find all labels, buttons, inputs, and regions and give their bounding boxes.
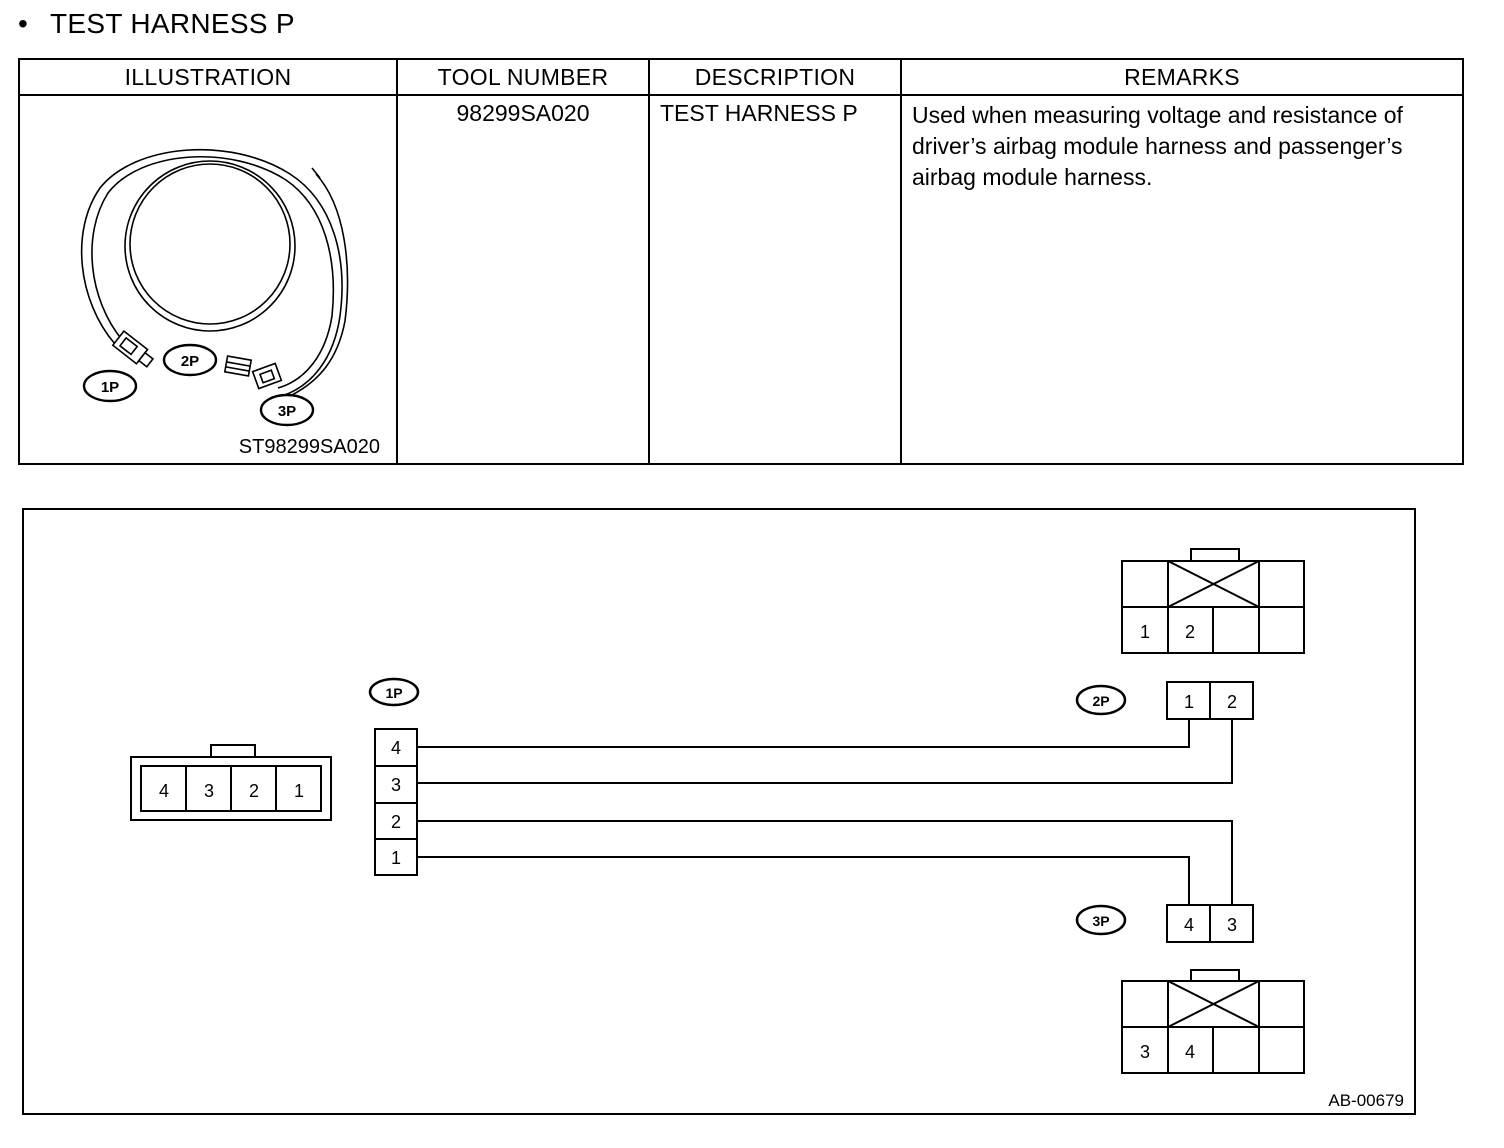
header-illustration: ILLUSTRATION	[18, 58, 398, 96]
label-oval-1p	[82, 369, 138, 403]
connector-2p-shape	[223, 355, 253, 377]
connector-3p-face	[1121, 969, 1305, 1074]
face-3p-pin: 4	[1185, 1042, 1195, 1062]
wire-pin3-to-2p-2	[417, 719, 1233, 784]
illustration-code: ST98299SA020	[238, 436, 380, 458]
strip-1p-pin: 2	[391, 812, 401, 832]
harness-wire-split	[311, 167, 321, 179]
page-heading: • TEST HARNESS P	[18, 8, 295, 40]
illus-label-3p: 3P	[278, 403, 296, 420]
illus-label-1p: 1P	[101, 379, 119, 396]
diagram-label-1p: 1P	[385, 685, 402, 701]
connector-3p-shape	[251, 362, 283, 390]
face-2p-pin: 1	[1140, 622, 1150, 642]
label-oval-3p	[259, 393, 315, 427]
connector-3p-pins	[1166, 904, 1254, 943]
wire-pin4-to-2p-1	[417, 719, 1190, 748]
diagram-oval-3p	[1075, 904, 1127, 936]
diagram-label-3p: 3P	[1092, 913, 1109, 929]
tool-spec-table: ILLUSTRATION TOOL NUMBER DESCRIPTION REM…	[18, 58, 1464, 465]
illus-label-2p: 2P	[181, 353, 199, 370]
table-row: 1P 2P 3P ST98299SA020 98299SA020 TEST HA…	[18, 94, 1464, 465]
harness-wire-outer	[80, 149, 343, 397]
diagram-label-2p: 2P	[1092, 693, 1109, 709]
connector-2p-face	[1121, 548, 1305, 654]
header-tool-number: TOOL NUMBER	[396, 58, 650, 96]
label-oval-2p	[162, 343, 218, 377]
strip-1p-pin: 1	[391, 848, 401, 868]
connector-1p-shape	[111, 329, 155, 368]
diagram-frame	[22, 508, 1416, 1115]
face-1p-pin: 3	[204, 781, 214, 801]
harness-wire-3p	[289, 173, 349, 397]
connector-1p-strip	[374, 728, 418, 876]
conn-2p-pin: 1	[1184, 692, 1194, 712]
strip-1p-pin: 3	[391, 775, 401, 795]
face-1p-pin: 4	[159, 781, 169, 801]
face-1p-pin: 1	[294, 781, 304, 801]
description-cell: TEST HARNESS P	[648, 94, 902, 465]
diagram-oval-2p	[1075, 684, 1127, 716]
illustration-cell: 1P 2P 3P ST98299SA020	[18, 94, 398, 465]
figure-code: AB-00679	[1328, 1091, 1404, 1110]
conn-3p-pin: 4	[1184, 915, 1194, 935]
diagram-oval-1p	[368, 677, 420, 707]
connector-1p-face	[130, 744, 332, 821]
face-1p-pin: 2	[249, 781, 259, 801]
tool-number-cell: 98299SA020	[396, 94, 650, 465]
harness-loop-outer	[124, 160, 296, 332]
face-2p-pin: 2	[1185, 622, 1195, 642]
table-header-row: ILLUSTRATION TOOL NUMBER DESCRIPTION REM…	[18, 58, 1464, 96]
harness-wire-outer-inner	[91, 156, 335, 389]
wire-pin2-to-3p-3	[417, 820, 1233, 905]
remarks-cell: Used when measuring voltage and resistan…	[900, 94, 1464, 465]
header-description: DESCRIPTION	[648, 58, 902, 96]
heading-bullet: •	[18, 8, 29, 39]
conn-3p-pin: 3	[1227, 915, 1237, 935]
harness-illustration: 1P 2P 3P	[80, 149, 349, 427]
heading-title: TEST HARNESS P	[50, 8, 295, 39]
wire-pin1-to-3p-4	[417, 856, 1190, 905]
strip-1p-pin: 4	[391, 738, 401, 758]
header-remarks: REMARKS	[900, 58, 1464, 96]
harness-loop-inner	[129, 163, 291, 325]
conn-2p-pin: 2	[1227, 692, 1237, 712]
connector-2p-pins	[1166, 681, 1254, 720]
face-3p-pin: 3	[1140, 1042, 1150, 1062]
